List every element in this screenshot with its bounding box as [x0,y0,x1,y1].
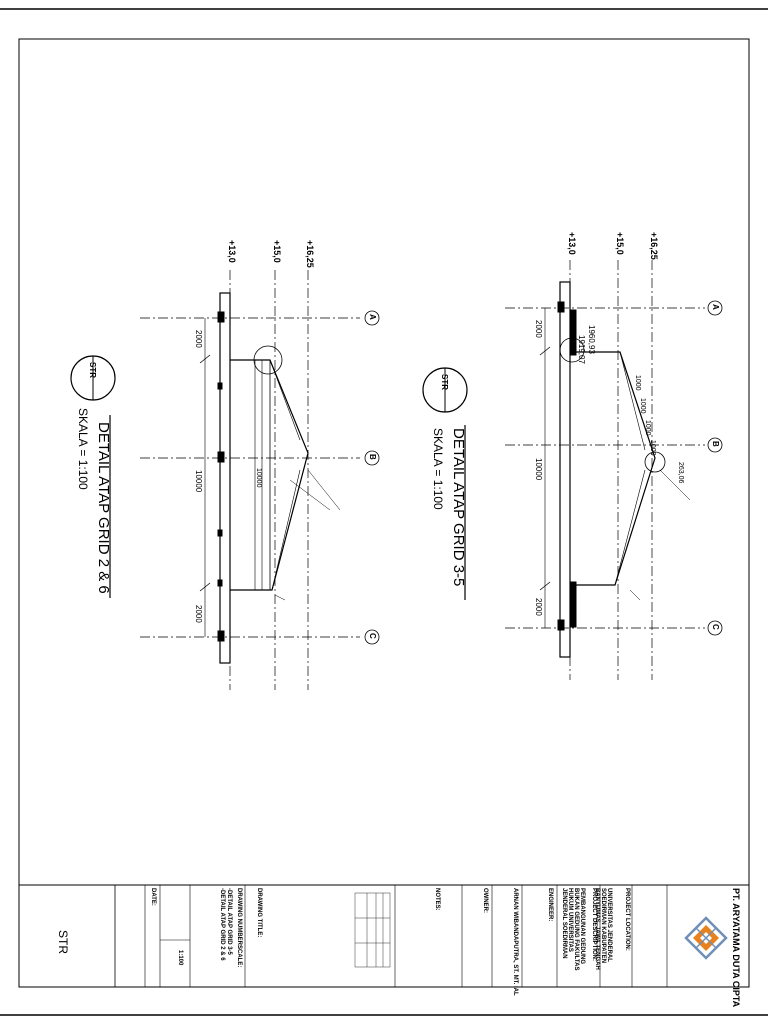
dimension-label-left: 10000 [194,470,203,493]
drawing-title-label: DRAWING TITLE: [256,888,262,938]
section-symbol-right: STR [440,374,449,390]
dimension-label-right: 1000 [649,440,656,456]
dimension-label-right: 2000 [534,598,543,616]
scale-label: SCALE: [236,945,242,968]
dimension-label-right: 1000 [639,398,646,414]
dimension-label-right: 1919,07 [577,335,586,364]
drawing-number-2: -DETAIL ATAP GRID 2 & 6 [219,888,225,961]
dimension-label-left: 10000 [255,468,262,488]
grid-label-right: C [711,624,720,630]
revision-table [354,892,391,968]
drawing-scale-right: SKALA = 1:100 [431,428,445,510]
dimension-label-right: 1000 [634,375,641,391]
level-label-left: +15,0 [272,240,282,263]
drawing-title-left: DETAIL ATAP GRID 2 & 6 [95,422,112,594]
grid-label-right: B [711,441,720,447]
drawing-title-right: DETAIL ATAP GRID 3-5 [450,428,467,587]
project-location-label: PROJECT LOCATION: [624,888,630,951]
drawing-number-label: DRAWING NUMBER: [236,888,242,947]
level-label-left: +16,25 [305,240,315,268]
drawing-number-1: -DETAIL ATAP GRID 3-5 [226,888,232,955]
dimension-label-left: 2000 [194,330,203,348]
grid-label-left: B [368,454,377,460]
grid-label-left: C [368,633,377,639]
level-label-right: +13,0 [567,232,577,255]
grid-label-left: A [368,314,377,320]
dimension-label-right: 10000 [534,458,543,481]
level-label-left: +13,0 [227,240,237,263]
roof-detail-left [70,270,380,690]
dimension-label-left: 2000 [194,605,203,623]
company-name: PT. ARYATAMA DUTA CIPTA [731,888,741,1008]
level-label-right: +16,25 [649,232,659,260]
dimension-label-right: 2000 [534,320,543,338]
company-logo [684,916,728,960]
roof-detail-right [422,260,723,680]
dimension-label-right: 1960,93 [587,325,596,354]
project-description-label: PROJECT DESCRIPTION: [591,888,597,962]
grid-label-right: A [711,304,720,310]
dimension-label-right: 1000 [644,420,651,436]
section-symbol-left: STR [88,362,97,378]
dimension-label-right: 263,06 [677,462,684,484]
project-description: PEMBANGUNAN GEDUNG BUKAN GEDUNG FAKULTAS… [561,888,585,971]
level-label-right: +15,0 [615,232,625,255]
drawing-frame [18,38,750,988]
sheet-code: STR [56,930,70,954]
engineer-name: ARNAN WIBANDAPUTRA, ST. MT. IAL [512,888,518,996]
owner-label: OWNER: [482,888,488,913]
scale-value: 1:100 [177,950,183,966]
drawing-scale-left: SKALA = 1:100 [76,408,90,490]
engineer-label: ENGINEER: [547,888,553,922]
notes-label: NOTES: [434,888,440,911]
date-label: DATE: [150,888,156,906]
